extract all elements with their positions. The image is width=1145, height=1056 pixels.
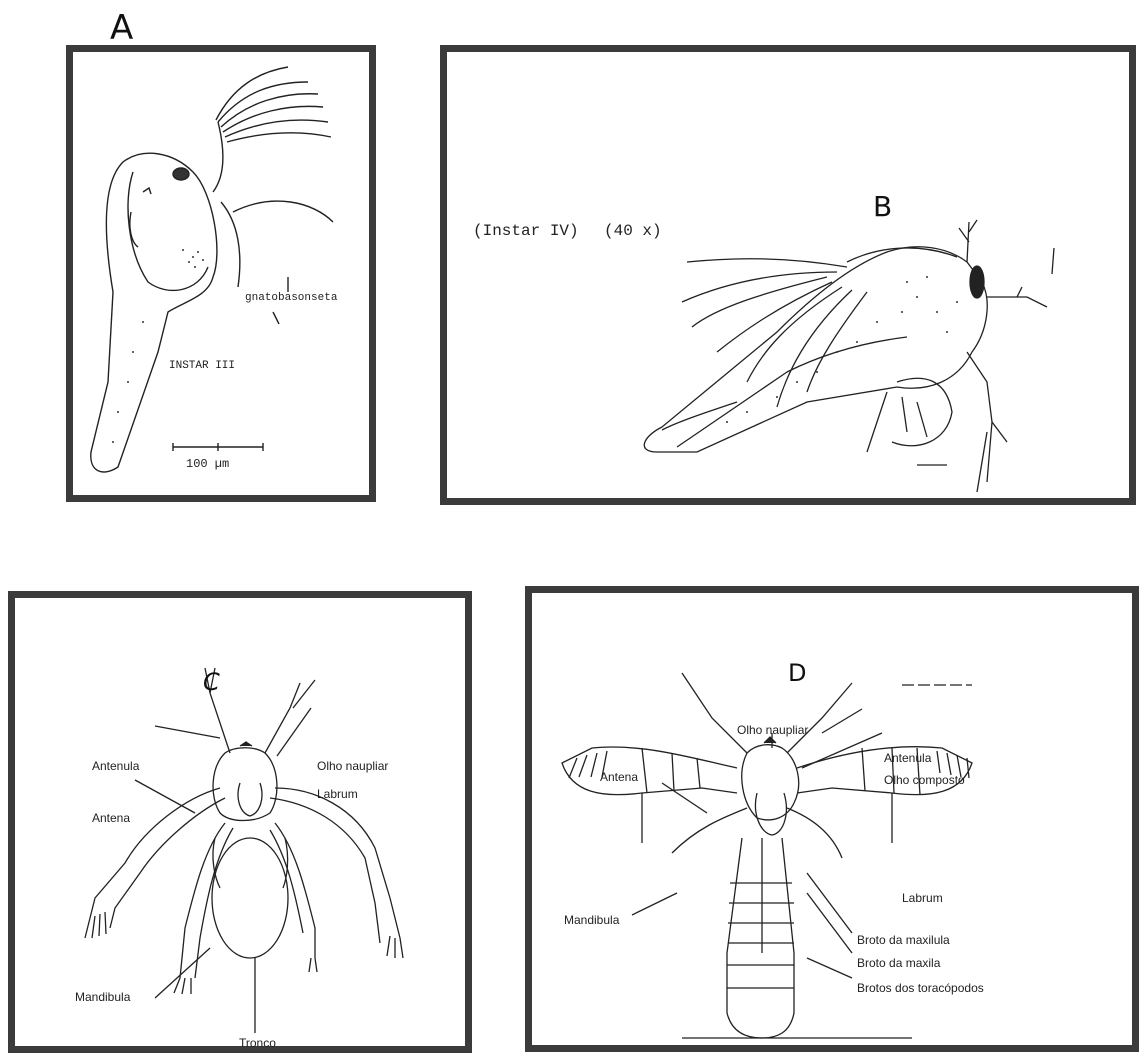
c-label-antena: Antena: [92, 811, 130, 825]
d-label-mandibula: Mandibula: [564, 913, 619, 927]
c-label-tronco: Tronco: [239, 1036, 276, 1050]
c-label-mandibula: Mandibula: [75, 990, 130, 1004]
panel-a-letter: A: [110, 8, 133, 48]
instar-iv-label: (Instar IV): [473, 222, 579, 240]
panel-d-letter: D: [788, 659, 806, 687]
scale-bar-label: 100 µm: [186, 457, 229, 471]
c-label-olho-naupliar: Olho naupliar: [317, 759, 388, 773]
c-label-labrum: Labrum: [317, 787, 358, 801]
gnathobase-label: gnatobasonseta: [245, 292, 337, 304]
d-label-olho-naupliar: Olho naupliar: [737, 723, 808, 737]
panel-a: gnatobasonseta INSTAR III 100 µm: [66, 45, 376, 502]
instar-iii-label: INSTAR III: [169, 360, 235, 372]
d-label-antena: Antena: [600, 770, 638, 784]
d-label-antenula: Antenula: [884, 751, 931, 765]
panel-d-drawing: [532, 593, 1132, 1045]
panel-b: B (Instar IV) (40 x): [440, 45, 1136, 505]
panel-b-drawing: [447, 52, 1129, 498]
panel-a-drawing: [73, 52, 369, 495]
panel-c-drawing: [15, 598, 465, 1046]
d-label-brotos-toracopodos: Brotos dos toracópodos: [857, 981, 984, 995]
d-label-broto-maxilula: Broto da maxilula: [857, 933, 950, 947]
magnification-label: (40 x): [604, 222, 662, 240]
c-label-antenula: Antenula: [92, 759, 139, 773]
panel-c: C Antenula Olho naupliar Labrum Antena M…: [8, 591, 472, 1053]
d-label-olho-composto: Olho composto: [884, 773, 965, 787]
d-label-broto-maxila: Broto da maxila: [857, 956, 940, 970]
panel-b-letter: B: [873, 190, 892, 223]
panel-d: D Olho naupliar Antenula Olho composto A…: [525, 586, 1139, 1052]
d-label-labrum: Labrum: [902, 891, 943, 905]
panel-c-letter: C: [203, 668, 220, 696]
